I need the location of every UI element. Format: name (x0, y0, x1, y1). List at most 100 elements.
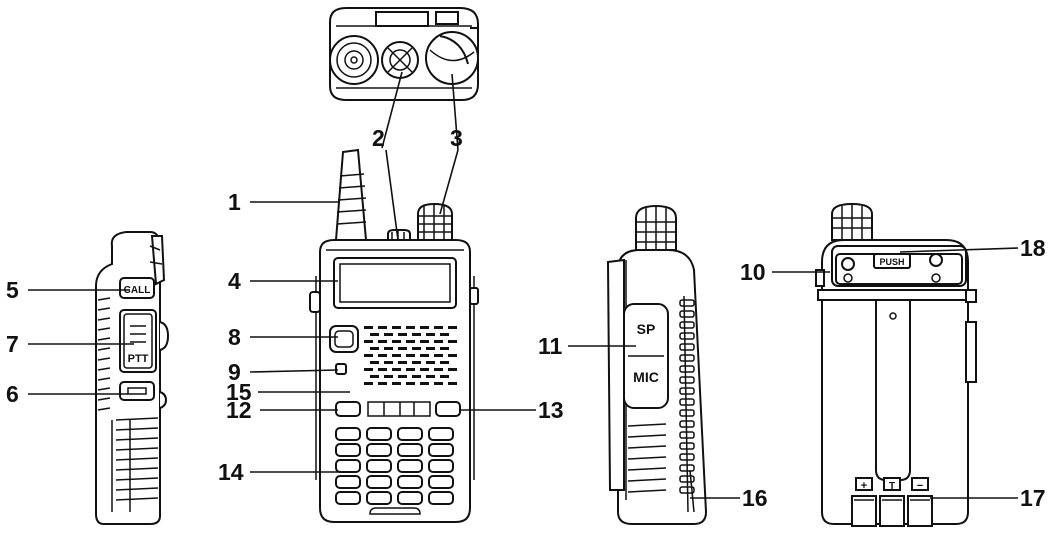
grille-slot (440, 347, 449, 350)
grip-ridge (679, 343, 695, 351)
grille-slot (420, 382, 429, 385)
keypad-key (335, 443, 361, 457)
leader-lines (28, 71, 1019, 499)
keypad-key (366, 491, 392, 505)
callout-2: 2 (372, 125, 385, 151)
grille-slot (412, 333, 421, 336)
grille-slot (392, 354, 401, 357)
grip-ridge (97, 397, 111, 401)
grille-slot (420, 340, 429, 343)
top-view (329, 7, 479, 101)
grip-ridge (627, 423, 667, 427)
grip-ridge (115, 467, 159, 471)
callout-12: 12 (226, 397, 252, 423)
grille-slot (398, 375, 407, 378)
grille-slot (384, 361, 393, 364)
grip-ridge (115, 497, 159, 501)
callout-8: 8 (228, 324, 241, 350)
grille-slot (440, 375, 449, 378)
callout-9: 9 (228, 359, 241, 385)
callout-16: 16 (742, 485, 768, 511)
callout-10: 10 (740, 259, 766, 285)
grille-slot (434, 340, 443, 343)
callout-11: 11 (538, 333, 563, 359)
grip-ridge (627, 489, 667, 493)
grille-slot (378, 354, 387, 357)
grille-slot (406, 354, 415, 357)
grip-ridge (679, 365, 695, 373)
grip-ridge (115, 437, 159, 441)
grip-ridge (115, 457, 159, 461)
callout-17: 17 (1020, 485, 1046, 511)
grip-ridge (679, 398, 695, 406)
grille-slot (378, 326, 387, 329)
device-labels: CALL PTT SP MIC PUSH + T − (124, 257, 924, 492)
grip-ridge (115, 417, 159, 421)
grip-ridge (97, 357, 111, 361)
grille-slot (426, 347, 435, 350)
callout-13: 13 (538, 397, 564, 423)
side-grip-ridges (97, 297, 159, 501)
grille-slot (378, 382, 387, 385)
grip-ridge (97, 307, 111, 311)
grille-slot (406, 382, 415, 385)
grille-slot (412, 361, 421, 364)
grille-slot (426, 361, 435, 364)
grille-slot (406, 340, 415, 343)
grille-slot (406, 368, 415, 371)
grille-slot (448, 340, 457, 343)
grille-slot (370, 333, 379, 336)
grip-ridge (97, 387, 111, 391)
grille-slot (370, 347, 379, 350)
ptt-button-label: PTT (128, 353, 149, 365)
grip-ridge (97, 297, 111, 301)
battery-terminal-t: T (889, 481, 895, 492)
callout-1: 1 (228, 189, 241, 215)
callout-7: 7 (6, 331, 19, 357)
front-view (309, 148, 479, 523)
callout-5: 5 (6, 277, 19, 303)
grille-slot (364, 326, 373, 329)
grille-slot (392, 368, 401, 371)
callout-4: 4 (228, 268, 241, 294)
grip-ridge (679, 332, 695, 340)
keypad-key (428, 475, 454, 489)
keypad-key (335, 491, 361, 505)
mic-port-label: MIC (633, 369, 659, 385)
keypad-key (397, 491, 423, 505)
keypad-key (366, 443, 392, 457)
grip-ridge (115, 427, 159, 431)
grille-slot (420, 368, 429, 371)
grille-slot (426, 333, 435, 336)
keypad-key (397, 443, 423, 457)
grip-ridge (97, 347, 111, 351)
grip-ridge (627, 445, 667, 449)
grip-ridge (679, 299, 695, 307)
grille-slot (384, 375, 393, 378)
grille-slot (364, 368, 373, 371)
keypad-key (428, 427, 454, 441)
grille-slot (398, 333, 407, 336)
grille-slot (434, 382, 443, 385)
grip-ridge (679, 310, 695, 318)
grip-ridge (627, 456, 667, 460)
grip-ridge (627, 467, 667, 471)
battery-terminal-minus: − (917, 480, 923, 492)
grille-slot (370, 375, 379, 378)
right-side-view (606, 204, 708, 525)
keypad-key (366, 427, 392, 441)
grip-ridge (115, 477, 159, 481)
grille-slot (420, 326, 429, 329)
grille-slot (378, 340, 387, 343)
grille-slot (398, 361, 407, 364)
grille-slot (406, 326, 415, 329)
grille-slot (392, 340, 401, 343)
grip-ridge (115, 447, 159, 451)
grille-slot (384, 347, 393, 350)
battery-terminal-plus: + (861, 480, 867, 492)
grille-slot (364, 354, 373, 357)
sp-port-label: SP (637, 321, 656, 337)
grip-ridge (97, 337, 111, 341)
